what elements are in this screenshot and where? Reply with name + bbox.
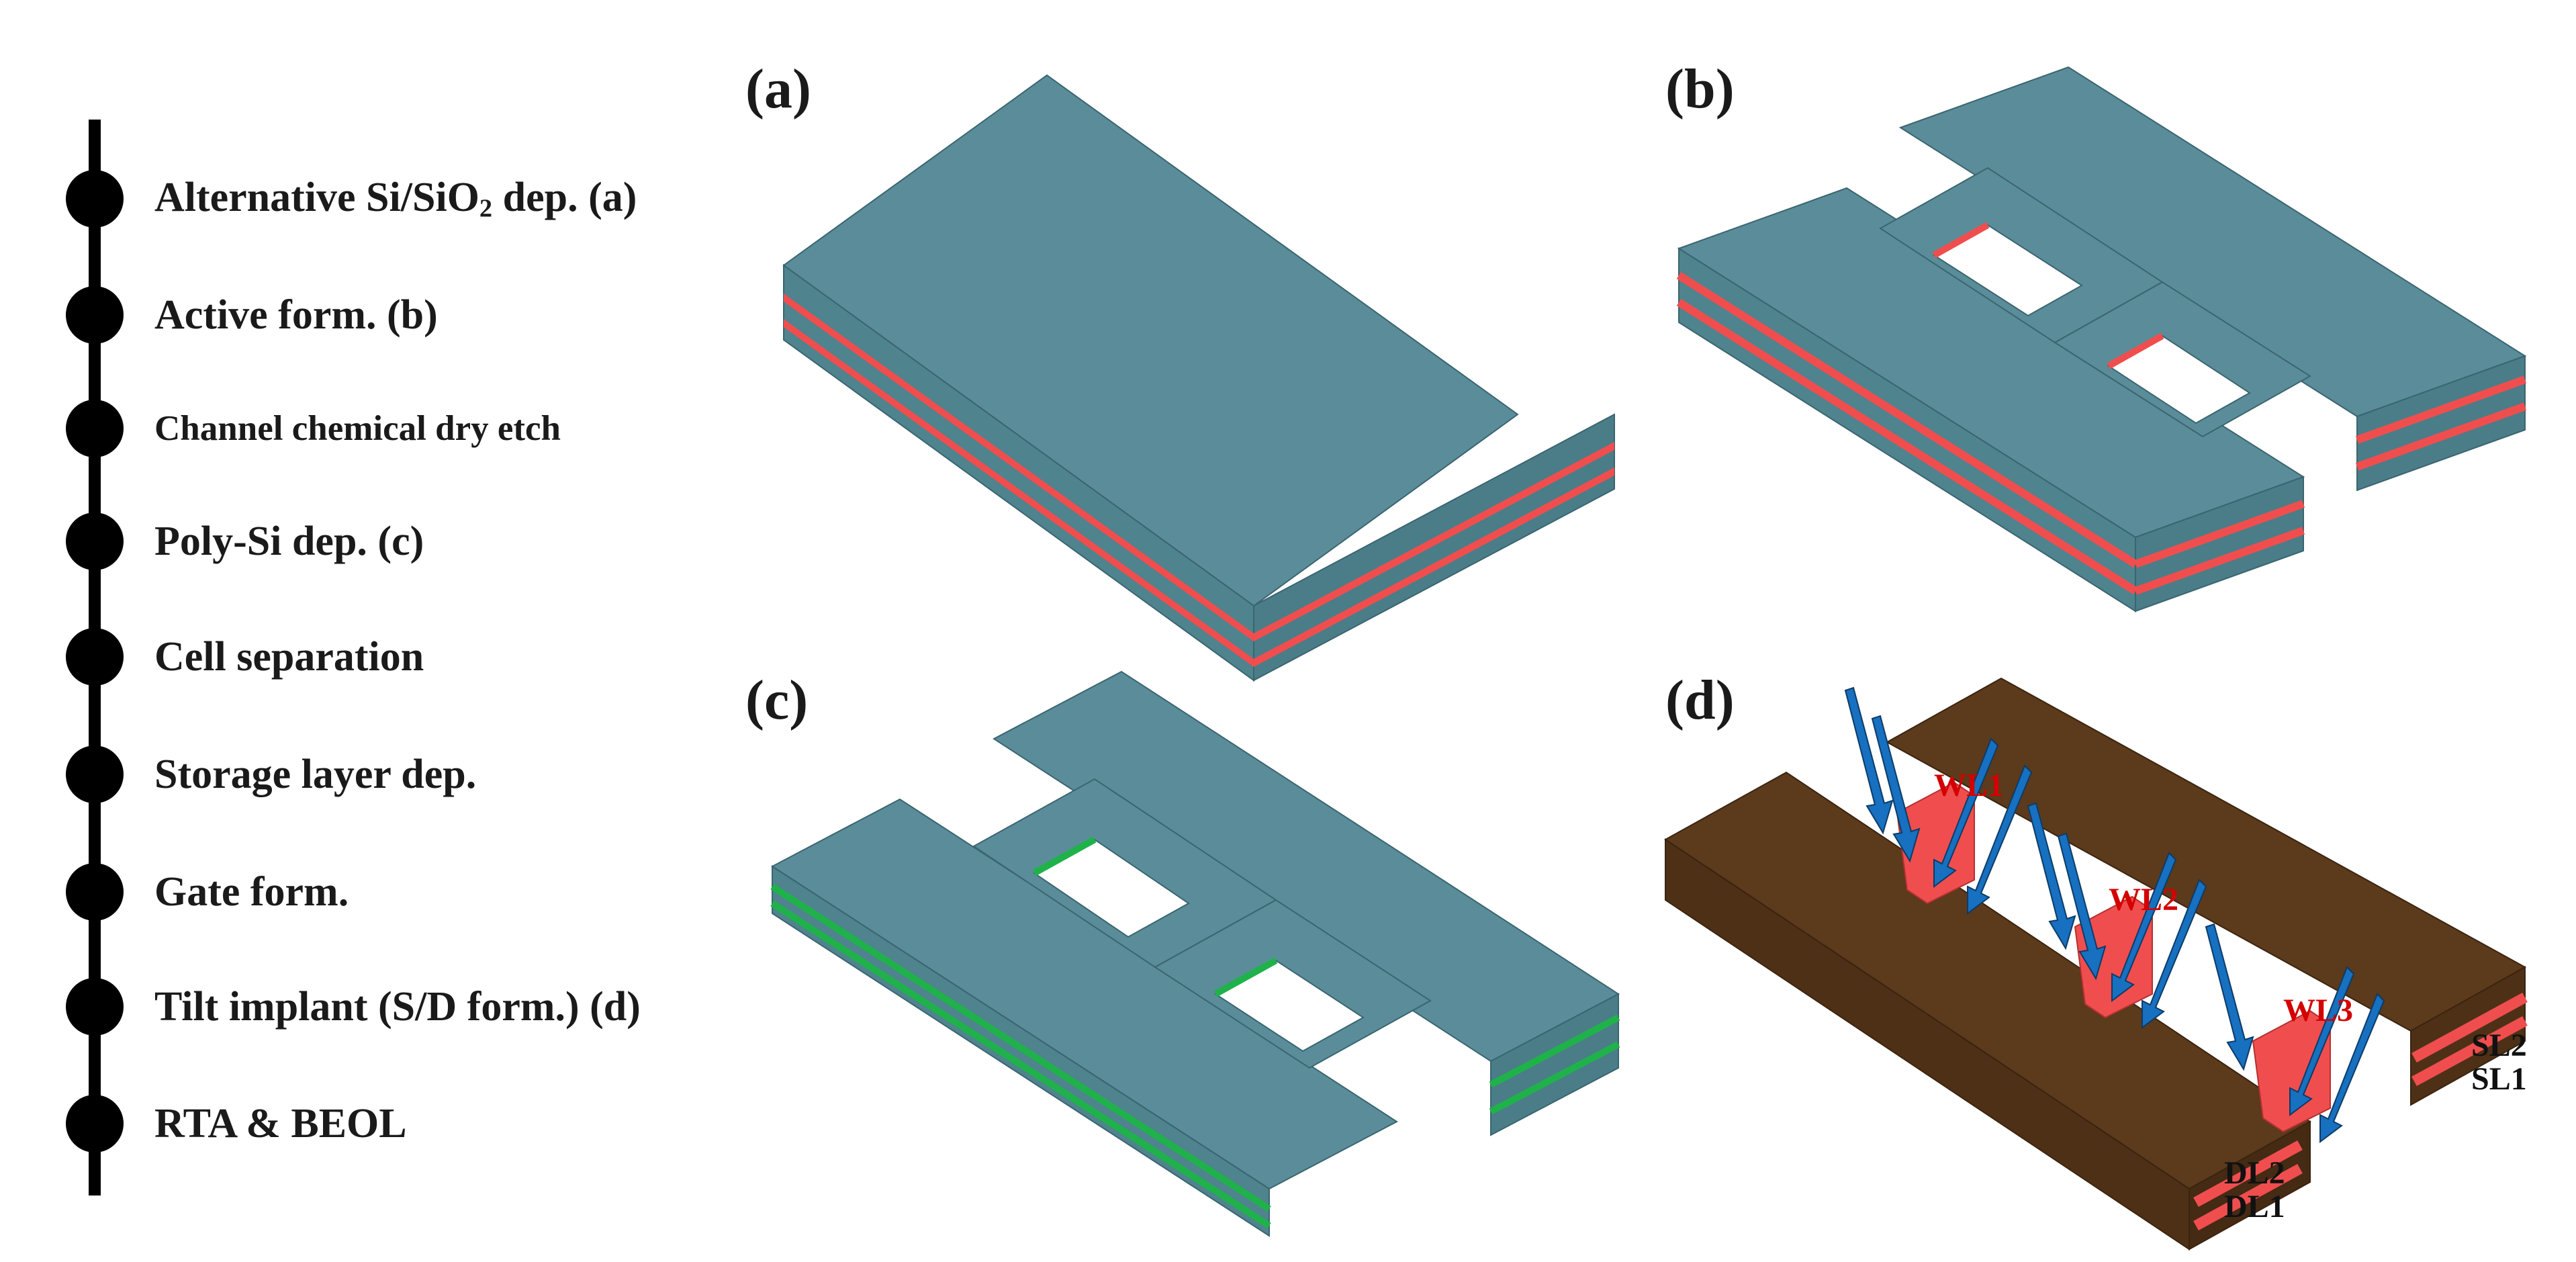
panel-d-letter: (d)	[1665, 669, 1735, 731]
step-dot	[66, 400, 124, 457]
active-b-hole-si-edge	[2107, 332, 2164, 369]
dl1-line	[2193, 1163, 2303, 1231]
implant-arrow-icon	[2057, 832, 2107, 981]
panel-a-letter: (a)	[745, 58, 811, 120]
step-tilt-implant: Tilt implant (S/D form.) (d)	[66, 978, 641, 1036]
active-b-si-line	[2133, 500, 2305, 568]
step-dot	[66, 863, 124, 921]
step-label: Poly-Si dep. (c)	[154, 519, 424, 564]
wl1-gate	[1896, 781, 1975, 905]
dl2-line	[2193, 1140, 2303, 1208]
panel-b: (b)	[1665, 58, 2527, 613]
step-active-form: Active form. (b)	[66, 286, 438, 344]
step-si-sio2-dep: Alternative Si/SiO2 dep. (a)	[66, 170, 637, 228]
implant-arrow-icon	[2111, 852, 2177, 1002]
wl2-label: WL2	[2109, 882, 2178, 917]
active-b-si-line	[2355, 402, 2527, 471]
panels-svg: (a) (b) (c)	[745, 58, 2528, 1251]
step-dot	[66, 746, 124, 803]
implant-arrow-icon	[1967, 764, 2033, 915]
implant-arrow-icon	[1933, 737, 1999, 888]
step-label: Storage layer dep.	[154, 752, 477, 797]
panel-a: (a)	[745, 58, 1615, 682]
implant-arrow-icon	[2319, 993, 2385, 1143]
wl3-gate	[2252, 1009, 2331, 1133]
active-b-si-line	[1676, 271, 2138, 568]
wl1-label: WL1	[1934, 768, 2004, 803]
implant-arrow-icon	[1844, 686, 1894, 835]
poly-c-hole-green-edge	[1213, 957, 1278, 997]
panel-c: (c)	[745, 669, 1620, 1237]
implant-arrow-icon	[2289, 966, 2355, 1116]
active-b-si-line	[2355, 375, 2527, 444]
stack-a-si-layer-1	[784, 294, 1254, 641]
step-channel-dry-etch: Channel chemical dry etch	[66, 400, 561, 457]
poly-c-green-line	[770, 900, 1271, 1229]
implant-arrow-icon	[1871, 715, 1921, 863]
implant-arrow-icon	[2142, 878, 2207, 1029]
step-cell-separation: Cell separation	[66, 628, 424, 686]
step-label: Active form. (b)	[154, 292, 438, 338]
stack-a-si-layer-2	[784, 319, 1254, 667]
step-dot	[66, 170, 124, 228]
active-b-si-line	[1676, 298, 2138, 595]
step-label: Cell separation	[154, 634, 424, 680]
sl2-line	[2411, 992, 2528, 1063]
step-dot	[66, 1095, 124, 1153]
sl1-line	[2411, 1016, 2528, 1087]
active-b-si-line	[2133, 527, 2305, 595]
poly-c-green-line	[1489, 1041, 1620, 1115]
step-rta-beol: RTA & BEOL	[66, 1095, 407, 1153]
step-storage-layer-dep: Storage layer dep.	[66, 746, 476, 803]
implant-arrow-icon	[2205, 923, 2254, 1071]
stack-a-si-layer-1-right	[1254, 442, 1614, 641]
dl1-label: DL1	[2224, 1189, 2285, 1224]
implant-arrows	[1844, 686, 2385, 1143]
implant-arrow-icon	[2027, 802, 2076, 950]
wl3-label: WL3	[2283, 993, 2353, 1028]
panel-c-letter: (c)	[745, 669, 808, 731]
step-gate-form: Gate form.	[66, 863, 349, 921]
device-panels: (a) (b) (c)	[725, 0, 2576, 1262]
dl2-label: DL2	[2224, 1155, 2285, 1191]
wl2-gate	[2074, 895, 2153, 1019]
step-label: RTA & BEOL	[154, 1101, 407, 1146]
poly-c-hole-green-edge	[1032, 836, 1097, 876]
step-poly-si-dep: Poly-Si dep. (c)	[66, 512, 424, 570]
step-label: Tilt implant (S/D form.) (d)	[154, 984, 641, 1030]
step-dot	[66, 286, 124, 344]
step-dot	[66, 978, 124, 1036]
step-label: Channel chemical dry etch	[154, 408, 561, 448]
step-dot	[66, 512, 124, 570]
step-label: Gate form.	[154, 869, 349, 915]
stack-a-si-layer-2-right	[1254, 467, 1614, 667]
poly-c-green-line	[770, 883, 1271, 1212]
step-label: Alternative Si/SiO2 dep. (a)	[154, 174, 637, 222]
sl1-label: SL1	[2471, 1061, 2527, 1097]
process-flow: Alternative Si/SiO2 dep. (a) Active form…	[0, 0, 739, 1262]
panel-d: (d) WL1 WL2 WL3	[1664, 669, 2528, 1251]
sl2-label: SL2	[2471, 1028, 2527, 1063]
step-dot	[66, 628, 124, 686]
active-b-hole-si-edge	[1932, 222, 1990, 259]
panel-b-letter: (b)	[1665, 58, 1735, 120]
poly-c-green-line	[1489, 1014, 1620, 1088]
